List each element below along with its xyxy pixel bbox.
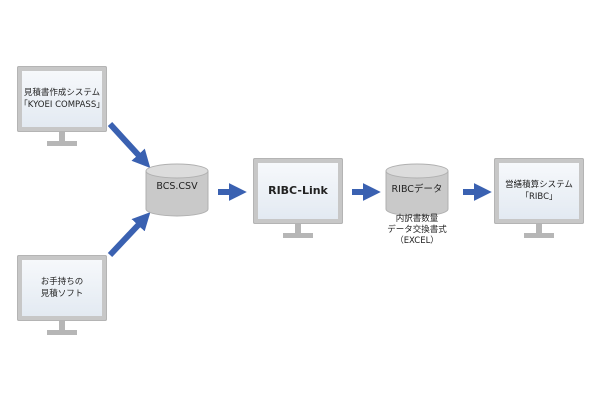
monitor-foot — [283, 233, 313, 238]
compass-label-line2: 「KYOEI COMPASS」 — [19, 100, 105, 110]
database-icon — [145, 163, 209, 217]
ribc-system-label-line2: 「RIBC」 — [520, 192, 558, 202]
compass-label-line1: 見積書作成システム — [23, 88, 101, 98]
monitor-neck — [59, 321, 65, 330]
ribc-data-caption-line2: データ交換書式 — [387, 225, 447, 235]
ribc-link-screen: RIBC-Link — [258, 163, 338, 219]
database-icon — [385, 163, 449, 217]
ribc-link-monitor: RIBC-Link — [253, 158, 343, 240]
ribc-system-label-line1: 営繕積算システム — [505, 180, 573, 190]
arrow-compass-to-bcs — [107, 121, 151, 168]
compass-monitor: 見積書作成システム 「KYOEI COMPASS」 — [17, 66, 107, 148]
ribc-system-monitor: 営繕積算システム 「RIBC」 — [494, 158, 584, 240]
arrow-software-to-bcs — [107, 212, 151, 258]
ribc-data-caption: 内訳書数量 データ交換書式 （EXCEL） — [372, 214, 462, 247]
own-software-monitor: お手持ちの 見積ソフト — [17, 255, 107, 337]
monitor-bezel: お手持ちの 見積ソフト — [17, 255, 107, 321]
own-software-screen: お手持ちの 見積ソフト — [22, 260, 102, 316]
ribc-data-caption-line3: （EXCEL） — [395, 236, 439, 246]
ribc-link-label: RIBC-Link — [268, 184, 328, 197]
monitor-bezel: RIBC-Link — [253, 158, 343, 224]
monitor-foot — [47, 330, 77, 335]
monitor-neck — [59, 132, 65, 141]
ribc-data-label: RIBCデータ — [391, 184, 443, 195]
compass-screen: 見積書作成システム 「KYOEI COMPASS」 — [19, 71, 105, 127]
monitor-foot — [47, 141, 77, 146]
own-software-label-line2: 見積ソフト — [40, 289, 84, 299]
own-software-label-line1: お手持ちの — [40, 277, 84, 287]
monitor-neck — [295, 224, 301, 233]
monitor-foot — [524, 233, 554, 238]
bcs-csv-database: BCS.CSV — [145, 163, 209, 217]
bcs-csv-label: BCS.CSV — [156, 181, 198, 192]
monitor-neck — [536, 224, 542, 233]
ribc-system-screen: 営繕積算システム 「RIBC」 — [499, 163, 579, 219]
monitor-bezel: 見積書作成システム 「KYOEI COMPASS」 — [17, 66, 107, 132]
ribc-data-database: RIBCデータ — [385, 163, 449, 217]
monitor-bezel: 営繕積算システム 「RIBC」 — [494, 158, 584, 224]
ribc-data-caption-line1: 内訳書数量 — [395, 214, 439, 224]
